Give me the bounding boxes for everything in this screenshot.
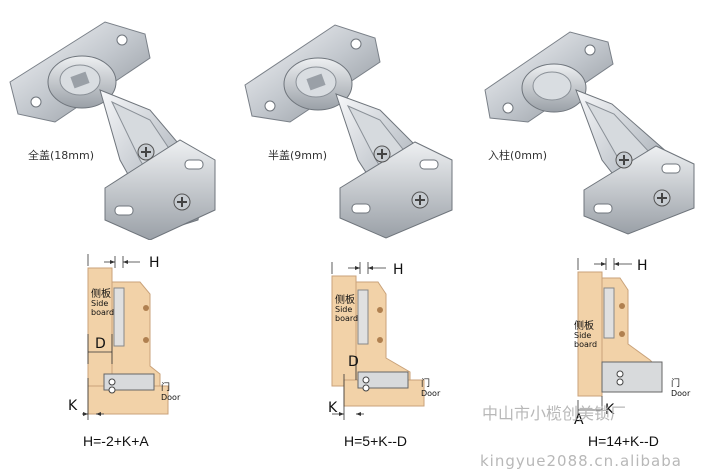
formula-inset: H=14+K--D	[588, 433, 659, 449]
hinge-diagram-inset	[577, 258, 663, 418]
hinge-diagram-full-overlay	[82, 254, 169, 420]
hinge-type-label: 半盖(9mm)	[268, 149, 328, 162]
side-board-label: 侧板 Side board	[335, 295, 359, 324]
dimension-d-label: D	[95, 336, 106, 352]
side-board-label: 侧板 Side board	[574, 321, 598, 350]
hinge-type-label: 全盖(18mm)	[28, 149, 95, 162]
dimension-h-label: H	[393, 262, 404, 278]
hinge-panel-full-overlay: 全盖(18mm) H 侧板 Side board D	[0, 0, 240, 472]
door-label: 门 Door	[671, 379, 691, 399]
formula-full-overlay: H=-2+K+A	[83, 433, 149, 449]
dimension-a-label: A	[574, 412, 584, 428]
hinge-diagram-half-overlay	[331, 262, 425, 420]
dimension-k-label: K	[68, 398, 78, 414]
hinge-image-half-overlay	[244, 24, 453, 239]
hinge-image-inset	[484, 31, 695, 235]
door-label: 门 Door	[161, 383, 181, 403]
formula-half-overlay: H=5+K--D	[344, 433, 408, 449]
hinge-image-full-overlay	[9, 21, 216, 240]
watermark-url: kingyue2088.cn.alibaba	[480, 452, 682, 470]
hinge-panel-half-overlay: 半盖(9mm) H 侧板 Side board D K 门 Door H=5+K…	[240, 0, 480, 472]
side-board-label: 侧板 Side board	[91, 289, 115, 318]
hinge-type-label: 入柱(0mm)	[488, 149, 548, 162]
dimension-h-label: H	[149, 255, 160, 271]
door-label: 门 Door	[421, 379, 441, 399]
dimension-k-label: K	[328, 400, 338, 416]
watermark-company: 中山市小榄创美锁厂	[482, 404, 627, 423]
dimension-k-label: K	[605, 402, 615, 418]
dimension-h-label: H	[637, 258, 648, 274]
hinge-panel-inset: 入柱(0mm) H 侧板 Side board A K 门 Door H=14+…	[480, 0, 720, 472]
dimension-d-label: D	[348, 354, 359, 370]
